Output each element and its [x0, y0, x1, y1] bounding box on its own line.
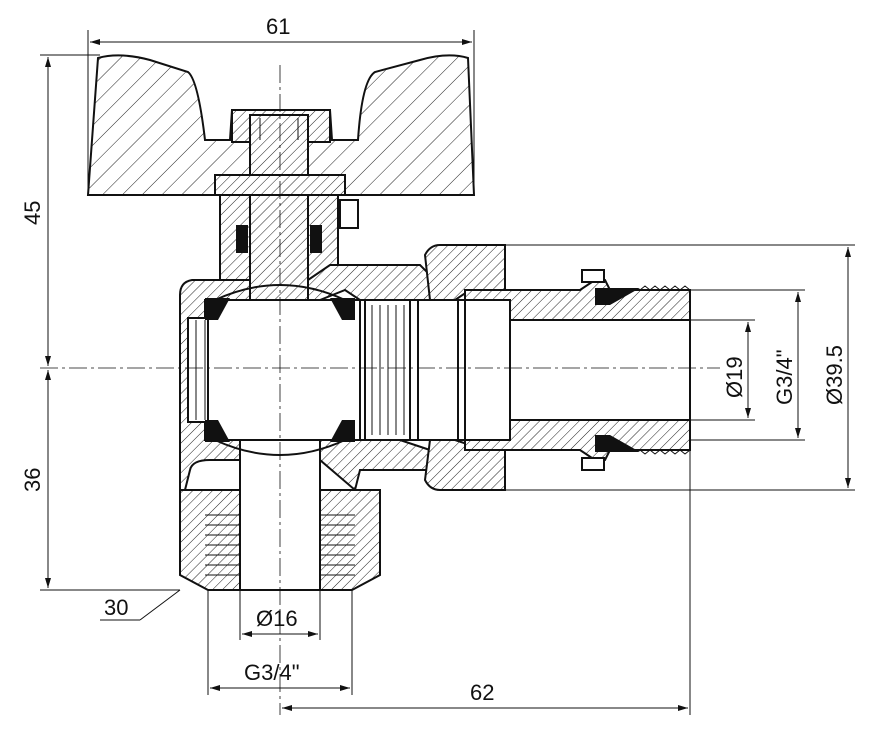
dim-width-top: 61: [266, 14, 290, 39]
dim-bore-bottom: Ø16: [256, 606, 298, 631]
dim-height-lower: 36: [20, 468, 45, 492]
dim-height-upper: 45: [20, 201, 45, 225]
union-nut: [364, 244, 506, 491]
dimension-labels: 61 45 36 30 Ø16 G3/4" 62 Ø19 G3/4" Ø39.5: [20, 14, 847, 705]
valve-body: [179, 264, 431, 591]
dim-thread-bottom: G3/4": [244, 660, 300, 685]
ball: [187, 284, 361, 456]
bonnet: [219, 194, 339, 286]
dimension-lines: [40, 30, 855, 715]
tailpiece: [464, 269, 691, 471]
centerlines: [40, 65, 720, 715]
dim-bore-outlet: Ø19: [722, 356, 747, 398]
dim-nut-diameter: Ø39.5: [822, 345, 847, 405]
dim-length-outlet: 62: [470, 680, 494, 705]
dim-chamfer: 30: [104, 595, 128, 620]
dim-thread-outlet: G3/4": [772, 349, 797, 405]
